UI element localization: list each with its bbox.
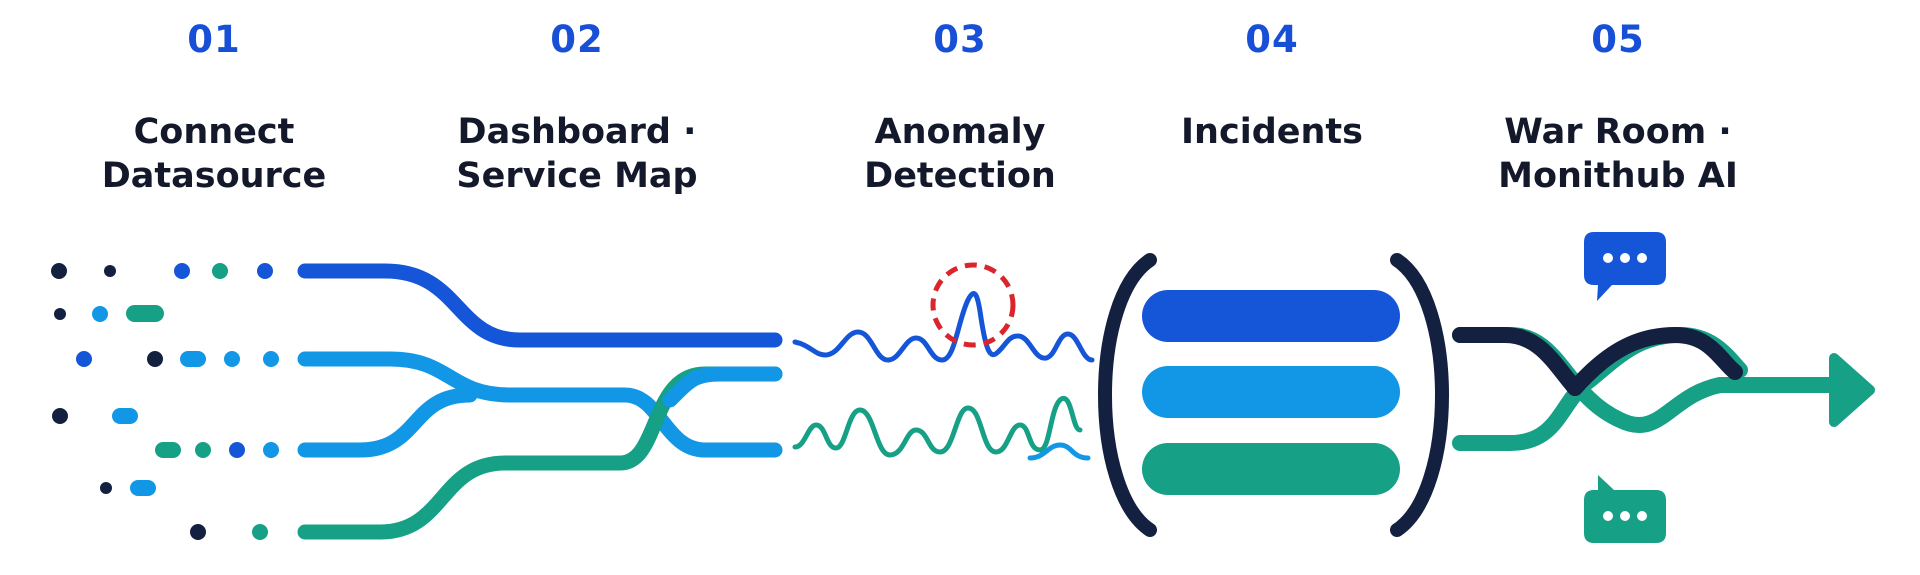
dashed-circle-icon — [930, 262, 1016, 348]
flow-lane-sky-merge — [662, 366, 783, 408]
data-dot — [76, 351, 92, 367]
step-title-line: Anomaly — [874, 112, 1046, 152]
step-title-line: Service Map — [456, 156, 698, 196]
data-dash — [112, 408, 138, 424]
data-dash — [126, 305, 164, 322]
step-number-04: 04 — [1245, 18, 1299, 61]
war-room-flow — [1452, 326, 1838, 451]
step-title-war-room: War Room · Monithub AI — [1428, 110, 1808, 198]
data-dot — [212, 263, 228, 279]
data-dot — [104, 265, 116, 277]
data-dot — [263, 351, 279, 367]
chat-bubble-icon — [1584, 475, 1666, 543]
data-dot — [100, 482, 112, 494]
output-lane-navy-b — [1567, 326, 1743, 396]
incident-bar-teal — [1142, 443, 1400, 495]
step-number-02: 02 — [550, 18, 604, 61]
step-number-01: 01 — [187, 18, 241, 61]
step-title-line: Incidents — [1181, 112, 1363, 152]
data-dot — [92, 306, 108, 322]
data-dot — [54, 308, 66, 320]
data-dot — [195, 442, 211, 458]
incident-bar-blue — [1142, 290, 1400, 342]
data-dash — [155, 442, 181, 458]
wave-filler — [1040, 421, 1085, 425]
wave-metric-sky — [1027, 442, 1091, 461]
arrow-right-icon — [1829, 353, 1875, 427]
data-dot — [52, 408, 68, 424]
data-dot — [263, 442, 279, 458]
anomaly-waves — [792, 291, 1095, 461]
step-number-05: 05 — [1591, 18, 1645, 61]
data-dash — [180, 351, 206, 367]
step-number-03: 03 — [933, 18, 987, 61]
flow-lane-sky-upper — [297, 351, 783, 458]
flow-lane-blue — [297, 263, 783, 348]
step-title-dashboard-service-map: Dashboard · Service Map — [387, 110, 767, 198]
incidents-stack — [1098, 253, 1449, 537]
step-title-incidents: Incidents — [1082, 110, 1462, 154]
data-dot — [257, 263, 273, 279]
flow-lane-sky-lower — [297, 387, 478, 458]
step-title-line: Monithub AI — [1498, 156, 1738, 196]
dashboard-flow-lanes — [297, 263, 783, 540]
data-dot — [174, 263, 190, 279]
right-bracket — [1390, 253, 1449, 537]
data-dot — [229, 442, 245, 458]
data-dot — [190, 524, 206, 540]
data-dash — [130, 480, 156, 496]
step-title-line: Datasource — [101, 156, 327, 196]
data-dot — [51, 263, 67, 279]
step-title-line: Dashboard · — [457, 112, 697, 152]
wave-metric-teal — [792, 395, 1083, 458]
step-title-anomaly-detection: Anomaly Detection — [770, 110, 1150, 198]
datasource-dots — [51, 263, 279, 540]
step-title-connect-datasource: Connect Datasource — [24, 110, 404, 198]
data-dot — [147, 351, 163, 367]
step-title-line: Connect — [133, 112, 295, 152]
step-title-line: War Room · — [1504, 112, 1732, 152]
left-bracket — [1098, 253, 1157, 537]
chat-bubble-icon — [1584, 232, 1666, 301]
wave-metric-blue — [792, 291, 1095, 363]
data-dot — [252, 524, 268, 540]
data-dot — [224, 351, 240, 367]
incident-bar-sky — [1142, 366, 1400, 418]
output-lane-navy-a — [1452, 327, 1583, 396]
step-title-line: Detection — [864, 156, 1056, 196]
